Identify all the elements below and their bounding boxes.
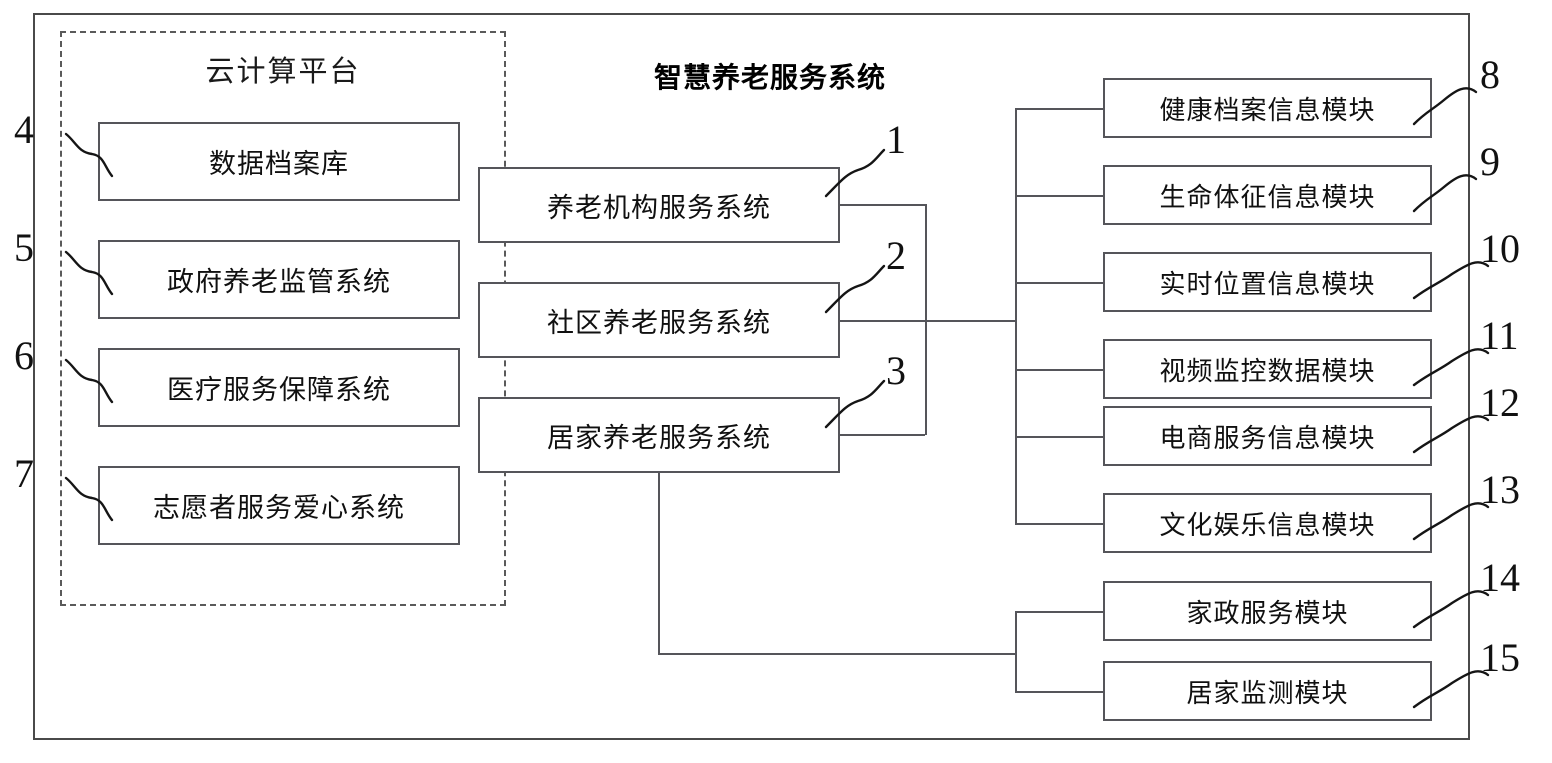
connector-to-module-15 — [1015, 691, 1103, 693]
box-ecommerce-service-information-module[interactable]: 电商服务信息模块 — [1103, 406, 1432, 466]
box-vital-signs-information-module[interactable]: 生命体征信息模块 — [1103, 165, 1432, 225]
connector-box3-bottom-drop — [658, 473, 660, 653]
connector-vertical-merge-1-3 — [925, 204, 927, 435]
ref-number-11: 11 — [1480, 313, 1519, 358]
box-volunteer-service-system[interactable]: 志愿者服务爱心系统 — [98, 466, 460, 545]
connector-box3-right — [840, 434, 925, 436]
ref-number-5: 5 — [14, 225, 34, 270]
box-community-elderly-care-service-system[interactable]: 社区养老服务系统 — [478, 282, 840, 358]
box-realtime-location-information-module[interactable]: 实时位置信息模块 — [1103, 252, 1432, 312]
box-institutional-elderly-care-service-system[interactable]: 养老机构服务系统 — [478, 167, 840, 243]
ref-number-14: 14 — [1480, 555, 1520, 600]
connector-vertical-bus-home-modules — [1015, 611, 1017, 691]
connector-bottom-horizontal — [658, 653, 1015, 655]
box-culture-entertainment-information-module[interactable]: 文化娱乐信息模块 — [1103, 493, 1432, 553]
connector-to-module-9 — [1015, 195, 1103, 197]
ref-number-13: 13 — [1480, 467, 1520, 512]
cloud-platform-title: 云计算平台 — [205, 56, 361, 88]
ref-number-12: 12 — [1480, 380, 1520, 425]
ref-number-2: 2 — [886, 233, 906, 278]
connector-box1-right — [840, 204, 925, 206]
box-home-monitoring-module[interactable]: 居家监测模块 — [1103, 661, 1432, 721]
ref-number-8: 8 — [1480, 52, 1500, 97]
ref-number-3: 3 — [886, 348, 906, 393]
box-health-record-information-module[interactable]: 健康档案信息模块 — [1103, 78, 1432, 138]
ref-number-9: 9 — [1480, 139, 1500, 184]
box-medical-service-guarantee-system[interactable]: 医疗服务保障系统 — [98, 348, 460, 427]
ref-number-1: 1 — [886, 117, 906, 162]
ref-number-7: 7 — [14, 451, 34, 496]
box-data-archive[interactable]: 数据档案库 — [98, 122, 460, 201]
ref-number-15: 15 — [1480, 635, 1520, 680]
connector-to-module-11 — [1015, 369, 1103, 371]
connector-to-module-10 — [1015, 282, 1103, 284]
connector-box2-right — [840, 320, 1015, 322]
connector-to-module-8 — [1015, 108, 1103, 110]
connector-to-module-14 — [1015, 611, 1103, 613]
connector-to-module-12 — [1015, 436, 1103, 438]
box-housekeeping-service-module[interactable]: 家政服务模块 — [1103, 581, 1432, 641]
box-home-elderly-care-service-system[interactable]: 居家养老服务系统 — [478, 397, 840, 473]
ref-number-4: 4 — [14, 107, 34, 152]
box-government-supervision-system[interactable]: 政府养老监管系统 — [98, 240, 460, 319]
connector-vertical-bus-right-modules — [1015, 108, 1017, 523]
box-video-surveillance-data-module[interactable]: 视频监控数据模块 — [1103, 339, 1432, 399]
page-title: 智慧养老服务系统 — [653, 63, 886, 94]
connector-to-module-13 — [1015, 523, 1103, 525]
ref-number-6: 6 — [14, 333, 34, 378]
ref-number-10: 10 — [1480, 226, 1520, 271]
